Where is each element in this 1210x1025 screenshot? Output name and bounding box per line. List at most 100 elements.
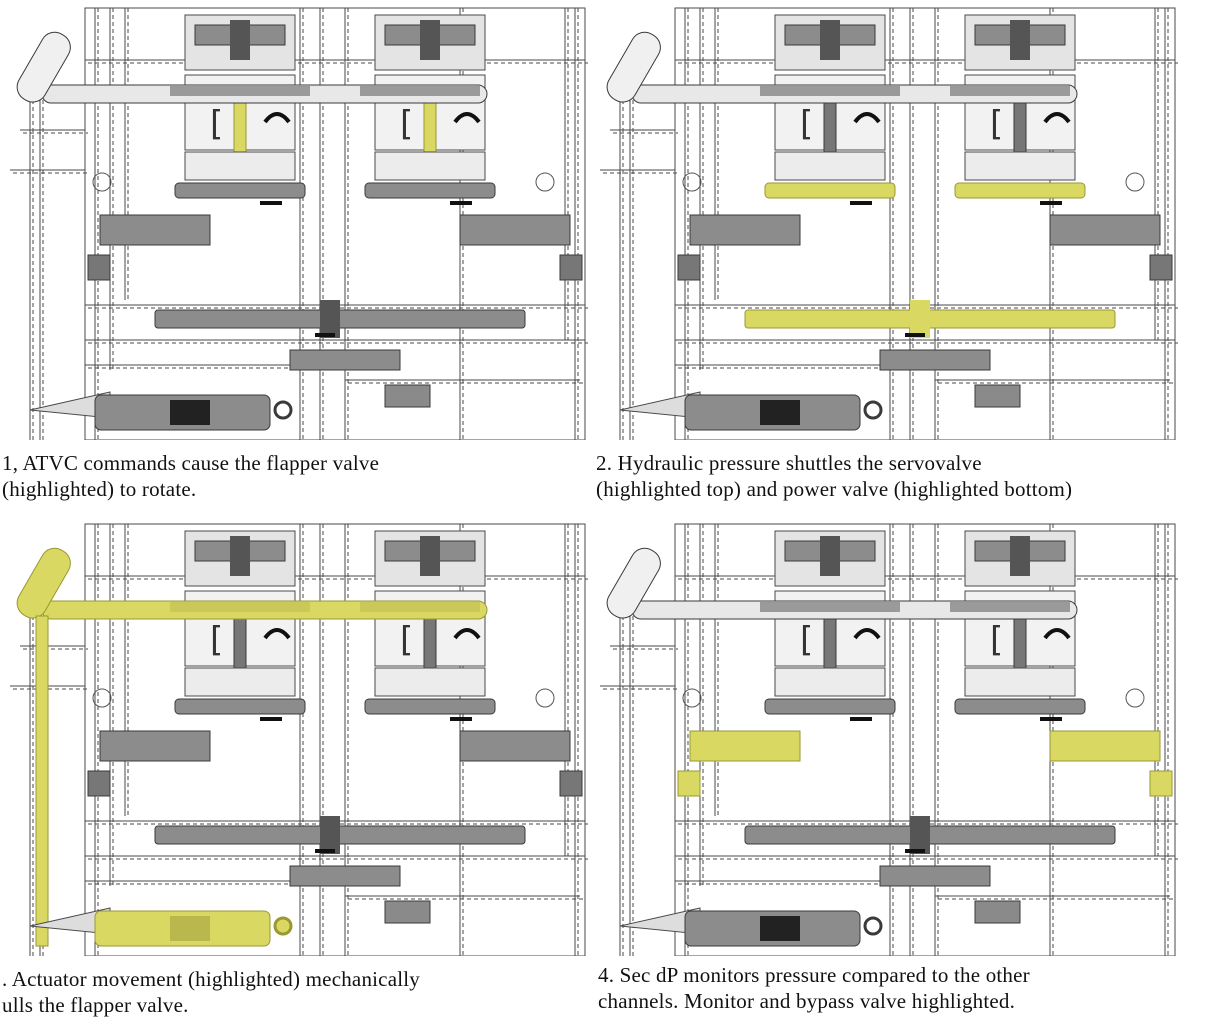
dp-monitor: [87, 770, 111, 797]
dp-monitor: [1149, 770, 1173, 797]
spool-indicator: [850, 717, 872, 721]
servovalve-spool: [364, 698, 496, 715]
panel-1-diagram: [ ] [ ]: [0, 0, 590, 440]
spool-indicator: [260, 201, 282, 205]
rotation-arc: [853, 112, 881, 124]
bypass-valve: [689, 214, 801, 246]
spool-indicator: [1040, 201, 1062, 205]
channel-2: [ ]: [364, 14, 496, 205]
outer-frame: [84, 7, 586, 440]
actuator-eyelet: [863, 400, 883, 420]
caption-line: (highlighted top) and power valve (highl…: [596, 477, 1073, 501]
panel-2-diagram: [ ][ ]: [590, 0, 1180, 440]
caption-line: . Actuator movement (highlighted) mechan…: [2, 967, 420, 991]
power-valve-center: [320, 816, 340, 854]
gauge-icon: [535, 172, 555, 192]
feedback-arm-band: [360, 602, 480, 612]
reservoir-valve: [384, 384, 431, 408]
channel-2: [ ]: [954, 530, 1086, 721]
rotation-arc: [853, 628, 881, 640]
gauge-icon: [682, 688, 702, 708]
reservoir-valve: [384, 900, 431, 924]
spool-indicator: [450, 717, 472, 721]
torque-motor-core: [420, 20, 440, 60]
sensor-row: [964, 151, 1076, 181]
actuator-eyelet: [273, 400, 293, 420]
bypass-valve: [99, 214, 211, 246]
hydraulic-schematic: [ ][ ]: [600, 7, 1178, 440]
bypass-valve: [1049, 730, 1161, 762]
torque-motor-core: [820, 20, 840, 60]
sensor-row: [374, 667, 486, 697]
rotation-arc: [453, 112, 481, 124]
hydraulic-schematic: [ ] [ ]: [10, 7, 588, 440]
caption-line: 1, ATVC commands cause the flapper valve: [2, 451, 380, 475]
bypass-valves: [677, 214, 1173, 281]
dp-monitor: [677, 770, 701, 797]
servovalve-spool: [764, 698, 896, 715]
gauge-icon: [682, 172, 702, 192]
pipe-network: [600, 7, 1178, 440]
actuator: [29, 907, 293, 947]
channel-1: [ ]: [174, 14, 306, 205]
feedback-linkage: [606, 31, 1078, 104]
feedback-linkage: [16, 547, 488, 947]
gauge-icon: [1125, 688, 1145, 708]
channel-1: [ ]: [764, 530, 896, 721]
servovalve-spool: [364, 182, 496, 199]
rotation-arc: [453, 628, 481, 640]
feedback-linkage: [606, 547, 1078, 620]
servovalve-spool: [954, 698, 1086, 715]
rotation-arc: [263, 112, 291, 124]
spool-indicator: [850, 201, 872, 205]
bypass-valve: [1049, 214, 1161, 246]
power-valve-center: [910, 300, 930, 338]
channel-2: [ ]: [364, 530, 496, 721]
bypass-valve: [459, 214, 571, 246]
caption-line: ulls the flapper valve.: [2, 993, 189, 1017]
sensor-row: [374, 151, 486, 181]
actuator-eyelet: [863, 916, 883, 936]
gauge-icon: [92, 172, 112, 192]
caption-panel-2: 2. Hydraulic pressure shuttles the servo…: [596, 450, 1072, 502]
spool-indicator: [1040, 717, 1062, 721]
channel-1: [ ]: [764, 14, 896, 205]
dp-monitor: [677, 254, 701, 281]
torque-motor-core: [230, 536, 250, 576]
caption-line: 2. Hydraulic pressure shuttles the servo…: [596, 451, 982, 475]
sensor-row: [964, 667, 1076, 697]
torque-motor-core: [1010, 536, 1030, 576]
bypass-valve: [689, 730, 801, 762]
feedback-arm-band: [170, 602, 310, 612]
rotation-arc: [1043, 112, 1071, 124]
check-valve: [289, 349, 401, 371]
servovalve-spool: [174, 698, 306, 715]
sensor-row: [184, 151, 296, 181]
reservoir-valve: [974, 900, 1021, 924]
actuator-piston: [170, 916, 210, 941]
check-valve: [879, 865, 991, 887]
feedback-arm-band: [950, 602, 1070, 612]
dp-monitor: [559, 770, 583, 797]
actuator-piston: [760, 400, 800, 425]
torque-motor-core: [820, 536, 840, 576]
hydraulic-schematic: [ ][ ]: [10, 523, 588, 956]
power-valve-center: [320, 300, 340, 338]
feedback-pivot: [606, 547, 661, 619]
caption-panel-4: 4. Sec dP monitors pressure compared to …: [598, 962, 1030, 1014]
feedback-pivot: [16, 547, 71, 619]
bypass-valves: [87, 214, 583, 281]
feedback-rod: [35, 615, 49, 947]
dp-monitor: [87, 254, 111, 281]
actuator: [619, 391, 883, 431]
bypass-valves: [87, 730, 583, 797]
actuator: [29, 391, 293, 431]
caption-panel-1: 1, ATVC commands cause the flapper valve…: [2, 450, 379, 502]
panel-3-diagram: [ ][ ]: [0, 516, 590, 956]
feedback-linkage: [16, 31, 488, 104]
check-valve: [879, 349, 991, 371]
bypass-valve: [99, 730, 211, 762]
dp-monitor: [559, 254, 583, 281]
check-valve: [289, 865, 401, 887]
servovalve-spool: [954, 182, 1086, 199]
